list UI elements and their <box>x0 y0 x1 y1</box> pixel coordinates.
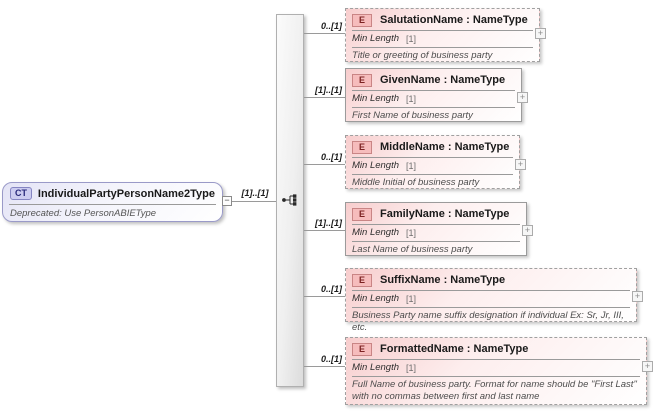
cardinality-label-givenname: [1]..[1] <box>315 85 342 95</box>
expand-button-givenname[interactable]: + <box>517 92 528 103</box>
connector-line-middlename <box>304 164 345 165</box>
divider <box>352 174 513 175</box>
facet-value: [1] <box>406 227 417 238</box>
connector-line-root <box>232 201 276 202</box>
element-title: MiddleName : NameType <box>380 141 510 153</box>
facet-value: [1] <box>406 293 417 304</box>
facet-value: [1] <box>406 33 417 44</box>
divider <box>352 47 533 48</box>
complextype-badge: CT <box>10 187 32 200</box>
divider <box>352 224 520 225</box>
element-box-middlename[interactable]: E MiddleName : NameType Min Length [1] M… <box>345 135 520 189</box>
facet-label: Min Length <box>352 93 400 104</box>
divider <box>352 107 515 108</box>
complextype-title: IndividualPartyPersonName2Type <box>37 187 215 200</box>
cardinality-label-middlename: 0..[1] <box>320 152 342 162</box>
cardinality-label-root: [1]..[1] <box>241 188 269 198</box>
collapse-toggle[interactable]: − <box>222 196 232 206</box>
divider <box>352 376 640 377</box>
element-badge: E <box>352 13 372 27</box>
cardinality-label-suffixname: 0..[1] <box>320 284 342 294</box>
expand-button-suffixname[interactable]: + <box>632 291 643 302</box>
element-title: FormattedName : NameType <box>380 343 529 355</box>
connector-line-givenname <box>304 97 345 98</box>
facet-label: Min Length <box>352 362 400 373</box>
element-badge: E <box>352 207 372 221</box>
divider <box>352 290 630 291</box>
element-box-givenname[interactable]: E GivenName : NameType Min Length [1] Fi… <box>345 68 522 122</box>
expand-button-middlename[interactable]: + <box>515 159 526 170</box>
deprecated-note: Deprecated: Use PersonABIEType <box>10 208 157 219</box>
facet-row: Min Length [1] <box>346 158 519 173</box>
connector-line-formattedname <box>304 366 345 367</box>
divider <box>352 307 630 308</box>
element-box-salutationname[interactable]: E SalutationName : NameType Min Length [… <box>345 8 540 62</box>
divider <box>352 157 513 158</box>
element-description: Last Name of business party <box>352 244 473 255</box>
element-badge: E <box>352 140 372 154</box>
element-description: Business Party name suffix designation i… <box>352 310 624 333</box>
element-badge: E <box>352 342 372 356</box>
facet-row: Min Length [1] <box>346 31 539 46</box>
element-description: First Name of business party <box>352 110 473 121</box>
element-badge: E <box>352 73 372 87</box>
cardinality-label-formattedname: 0..[1] <box>320 354 342 364</box>
facet-label: Min Length <box>352 293 400 304</box>
divider <box>352 241 520 242</box>
cardinality-label-salutationname: 0..[1] <box>320 21 342 31</box>
connector-line-familyname <box>304 230 345 231</box>
element-title: SuffixName : NameType <box>380 274 506 286</box>
element-title: SalutationName : NameType <box>380 14 528 26</box>
facet-row: Min Length [1] <box>346 91 521 106</box>
element-box-suffixname[interactable]: E SuffixName : NameType Min Length [1] B… <box>345 268 637 333</box>
element-description: Title or greeting of business party <box>352 50 493 61</box>
element-box-formattedname[interactable]: E FormattedName : NameType Min Length [1… <box>345 337 647 405</box>
element-header: E SuffixName : NameType <box>346 269 636 289</box>
element-badge: E <box>352 273 372 287</box>
element-description: Middle Initial of business party <box>352 177 480 188</box>
facet-value: [1] <box>406 160 417 171</box>
facet-label: Min Length <box>352 160 400 171</box>
element-description: Full Name of business party. Format for … <box>352 379 637 402</box>
facet-label: Min Length <box>352 227 400 238</box>
facet-value: [1] <box>406 362 417 373</box>
sequence-icon[interactable] <box>281 193 301 207</box>
facet-row: Min Length [1] <box>346 291 636 306</box>
complextype-header: CT IndividualPartyPersonName2Type <box>3 183 222 203</box>
divider <box>352 359 640 360</box>
divider <box>352 90 515 91</box>
element-header: E SalutationName : NameType <box>346 9 539 29</box>
cardinality-label-familyname: [1]..[1] <box>315 218 342 228</box>
connector-line-suffixname <box>304 296 345 297</box>
complextype-box[interactable]: CT IndividualPartyPersonName2Type Deprec… <box>2 182 223 222</box>
facet-row: Min Length [1] <box>346 360 646 375</box>
facet-value: [1] <box>406 93 417 104</box>
element-title: GivenName : NameType <box>380 74 506 86</box>
element-header: E MiddleName : NameType <box>346 136 519 156</box>
facet-row: Min Length [1] <box>346 225 526 240</box>
element-header: E GivenName : NameType <box>346 69 521 89</box>
expand-button-salutationname[interactable]: + <box>535 28 546 39</box>
element-box-familyname[interactable]: E FamilyName : NameType Min Length [1] L… <box>345 202 527 256</box>
element-header: E FamilyName : NameType <box>346 203 526 223</box>
expand-button-familyname[interactable]: + <box>522 225 533 236</box>
divider <box>9 204 216 205</box>
facet-label: Min Length <box>352 33 400 44</box>
divider <box>352 30 533 31</box>
expand-button-formattedname[interactable]: + <box>642 361 653 372</box>
connector-line-salutationname <box>304 33 345 34</box>
element-header: E FormattedName : NameType <box>346 338 646 358</box>
element-title: FamilyName : NameType <box>380 208 510 220</box>
